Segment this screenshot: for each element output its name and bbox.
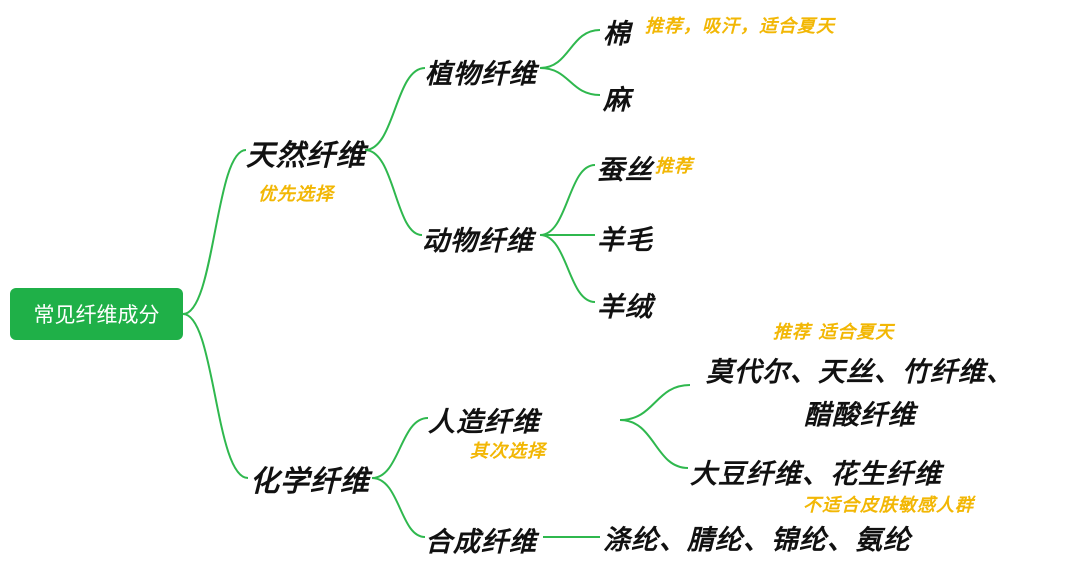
link-chemical-manmade bbox=[371, 417, 429, 479]
note-manmade-fiber: 其次选择 bbox=[470, 441, 546, 462]
link-plant-linen bbox=[539, 67, 601, 96]
node-manmade-fiber[interactable]: 人造纤维 bbox=[428, 407, 540, 438]
node-natural-fiber[interactable]: 天然纤维 bbox=[246, 138, 367, 172]
link-plant-cotton bbox=[539, 29, 601, 69]
note-cotton: 推荐，吸汗，适合夏天 bbox=[645, 16, 835, 37]
node-plant-fiber[interactable]: 植物纤维 bbox=[425, 59, 537, 90]
link-animal-cashmere bbox=[539, 234, 596, 303]
node-cashmere[interactable]: 羊绒 bbox=[597, 292, 653, 323]
note-silk: 推荐 bbox=[655, 156, 693, 177]
group1-line1: 莫代尔、天丝、竹纤维、 bbox=[706, 357, 1014, 388]
note-natural-fiber: 优先选择 bbox=[258, 184, 334, 205]
node-chemical-fiber[interactable]: 化学纤维 bbox=[250, 464, 371, 498]
link-manmade-group2 bbox=[619, 419, 689, 469]
note-synthetic-fiber: 不适合皮肤敏感人群 bbox=[803, 495, 974, 516]
node-synthetic-items[interactable]: 涤纶、腈纶、锦纶、氨纶 bbox=[603, 525, 911, 556]
node-cotton[interactable]: 棉 bbox=[603, 19, 631, 50]
root-node[interactable]: 常见纤维成分 bbox=[10, 288, 183, 340]
node-manmade-group1[interactable]: 莫代尔、天丝、竹纤维、 醋酸纤维 bbox=[690, 350, 1030, 432]
node-manmade-group2[interactable]: 大豆纤维、花生纤维 bbox=[690, 459, 942, 490]
link-manmade-group1 bbox=[619, 384, 691, 421]
note-manmade-group1: 推荐 适合夏天 bbox=[773, 322, 895, 343]
node-wool[interactable]: 羊毛 bbox=[597, 225, 653, 256]
node-animal-fiber[interactable]: 动物纤维 bbox=[422, 226, 534, 257]
group1-line2: 醋酸纤维 bbox=[804, 400, 916, 431]
link-animal-silk bbox=[539, 164, 596, 236]
link-root-chemical bbox=[182, 313, 249, 479]
node-linen[interactable]: 麻 bbox=[603, 85, 631, 116]
link-natural-animal bbox=[364, 149, 423, 236]
link-root-natural bbox=[182, 149, 247, 315]
link-natural-plant bbox=[364, 67, 426, 151]
link-chemical-synthetic bbox=[371, 477, 426, 538]
node-silk[interactable]: 蚕丝 bbox=[597, 155, 653, 186]
node-synthetic-fiber[interactable]: 合成纤维 bbox=[425, 527, 537, 558]
